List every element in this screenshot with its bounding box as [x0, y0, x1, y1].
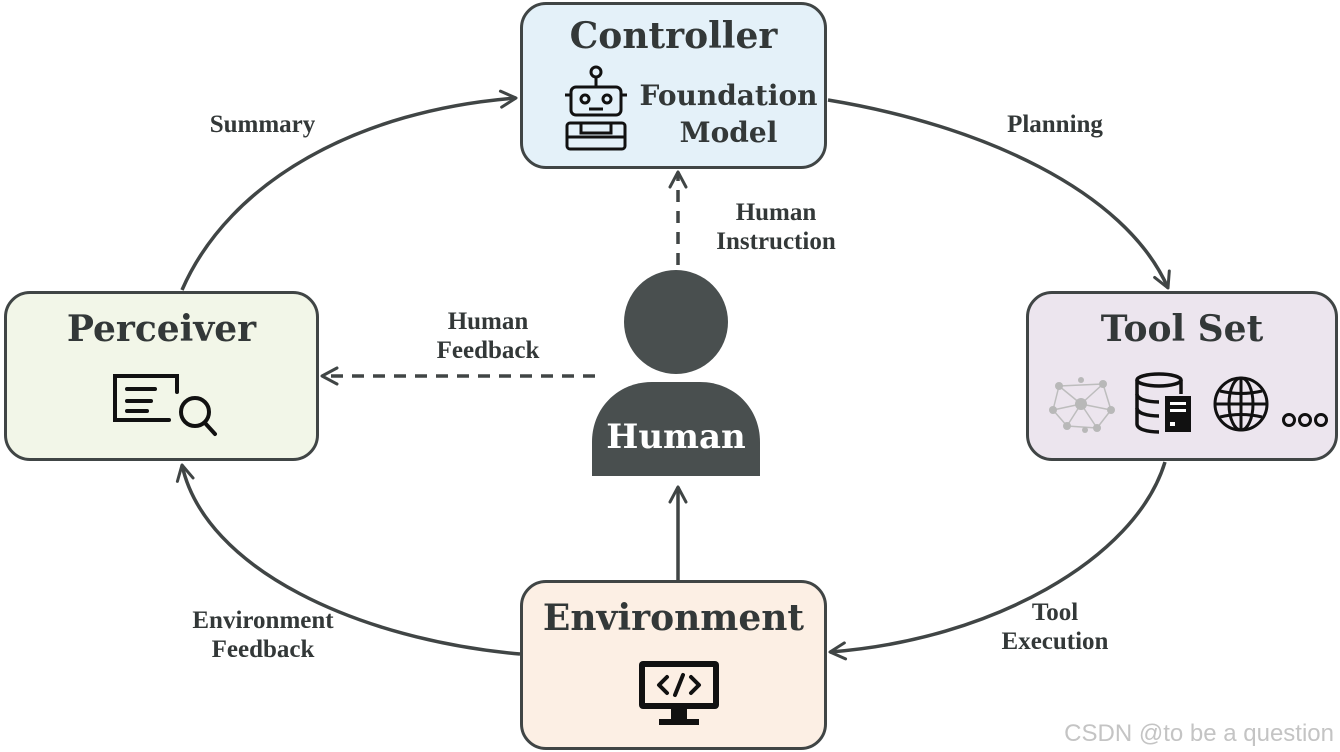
globe-icon [1213, 376, 1269, 432]
database-server-icon [1135, 372, 1191, 434]
controller-title: Controller [569, 15, 778, 57]
controller-node: Controller Foundation Model [520, 2, 827, 169]
controller-subtitle-line1: Foundation [639, 79, 818, 112]
robot-icon [565, 65, 627, 151]
planning-arrow [827, 98, 1171, 290]
controller-subtitle-line2: Model [679, 116, 778, 149]
person-icon [592, 270, 760, 476]
perceiver-title: Perceiver [66, 308, 257, 350]
document-search-icon [113, 374, 217, 436]
summary-label: Summary [209, 111, 316, 138]
planning-label: Planning [1007, 111, 1103, 138]
tool-execution-label-line2: Execution [1001, 628, 1109, 655]
environment-node: Environment [520, 580, 827, 750]
summary-arrow [180, 89, 518, 291]
perceiver-node: Perceiver [4, 291, 319, 461]
human-feedback-label-line1: Human [447, 308, 529, 335]
tool-execution-label-line1: Tool [1031, 599, 1079, 626]
human-instruction-label-line1: Human [735, 199, 817, 226]
human-instruction-label-line2: Instruction [716, 228, 836, 255]
environment-feedback-label-line1: Environment [192, 607, 334, 634]
network-graph-icon [1049, 377, 1115, 433]
environment-title: Environment [542, 597, 805, 639]
watermark: CSDN @to be a question [1064, 720, 1334, 747]
environment-feedback-label-line2: Feedback [211, 636, 315, 663]
environment-feedback-arrow [175, 463, 521, 656]
toolset-node: Tool Set [1026, 291, 1338, 461]
toolset-title: Tool Set [1100, 308, 1264, 350]
human-label: Human [606, 417, 746, 457]
human-feedback-label-line2: Feedback [436, 337, 540, 364]
tool-execution-arrow [828, 461, 1167, 661]
ellipsis-icon [1282, 413, 1328, 427]
code-monitor-icon [639, 661, 719, 725]
